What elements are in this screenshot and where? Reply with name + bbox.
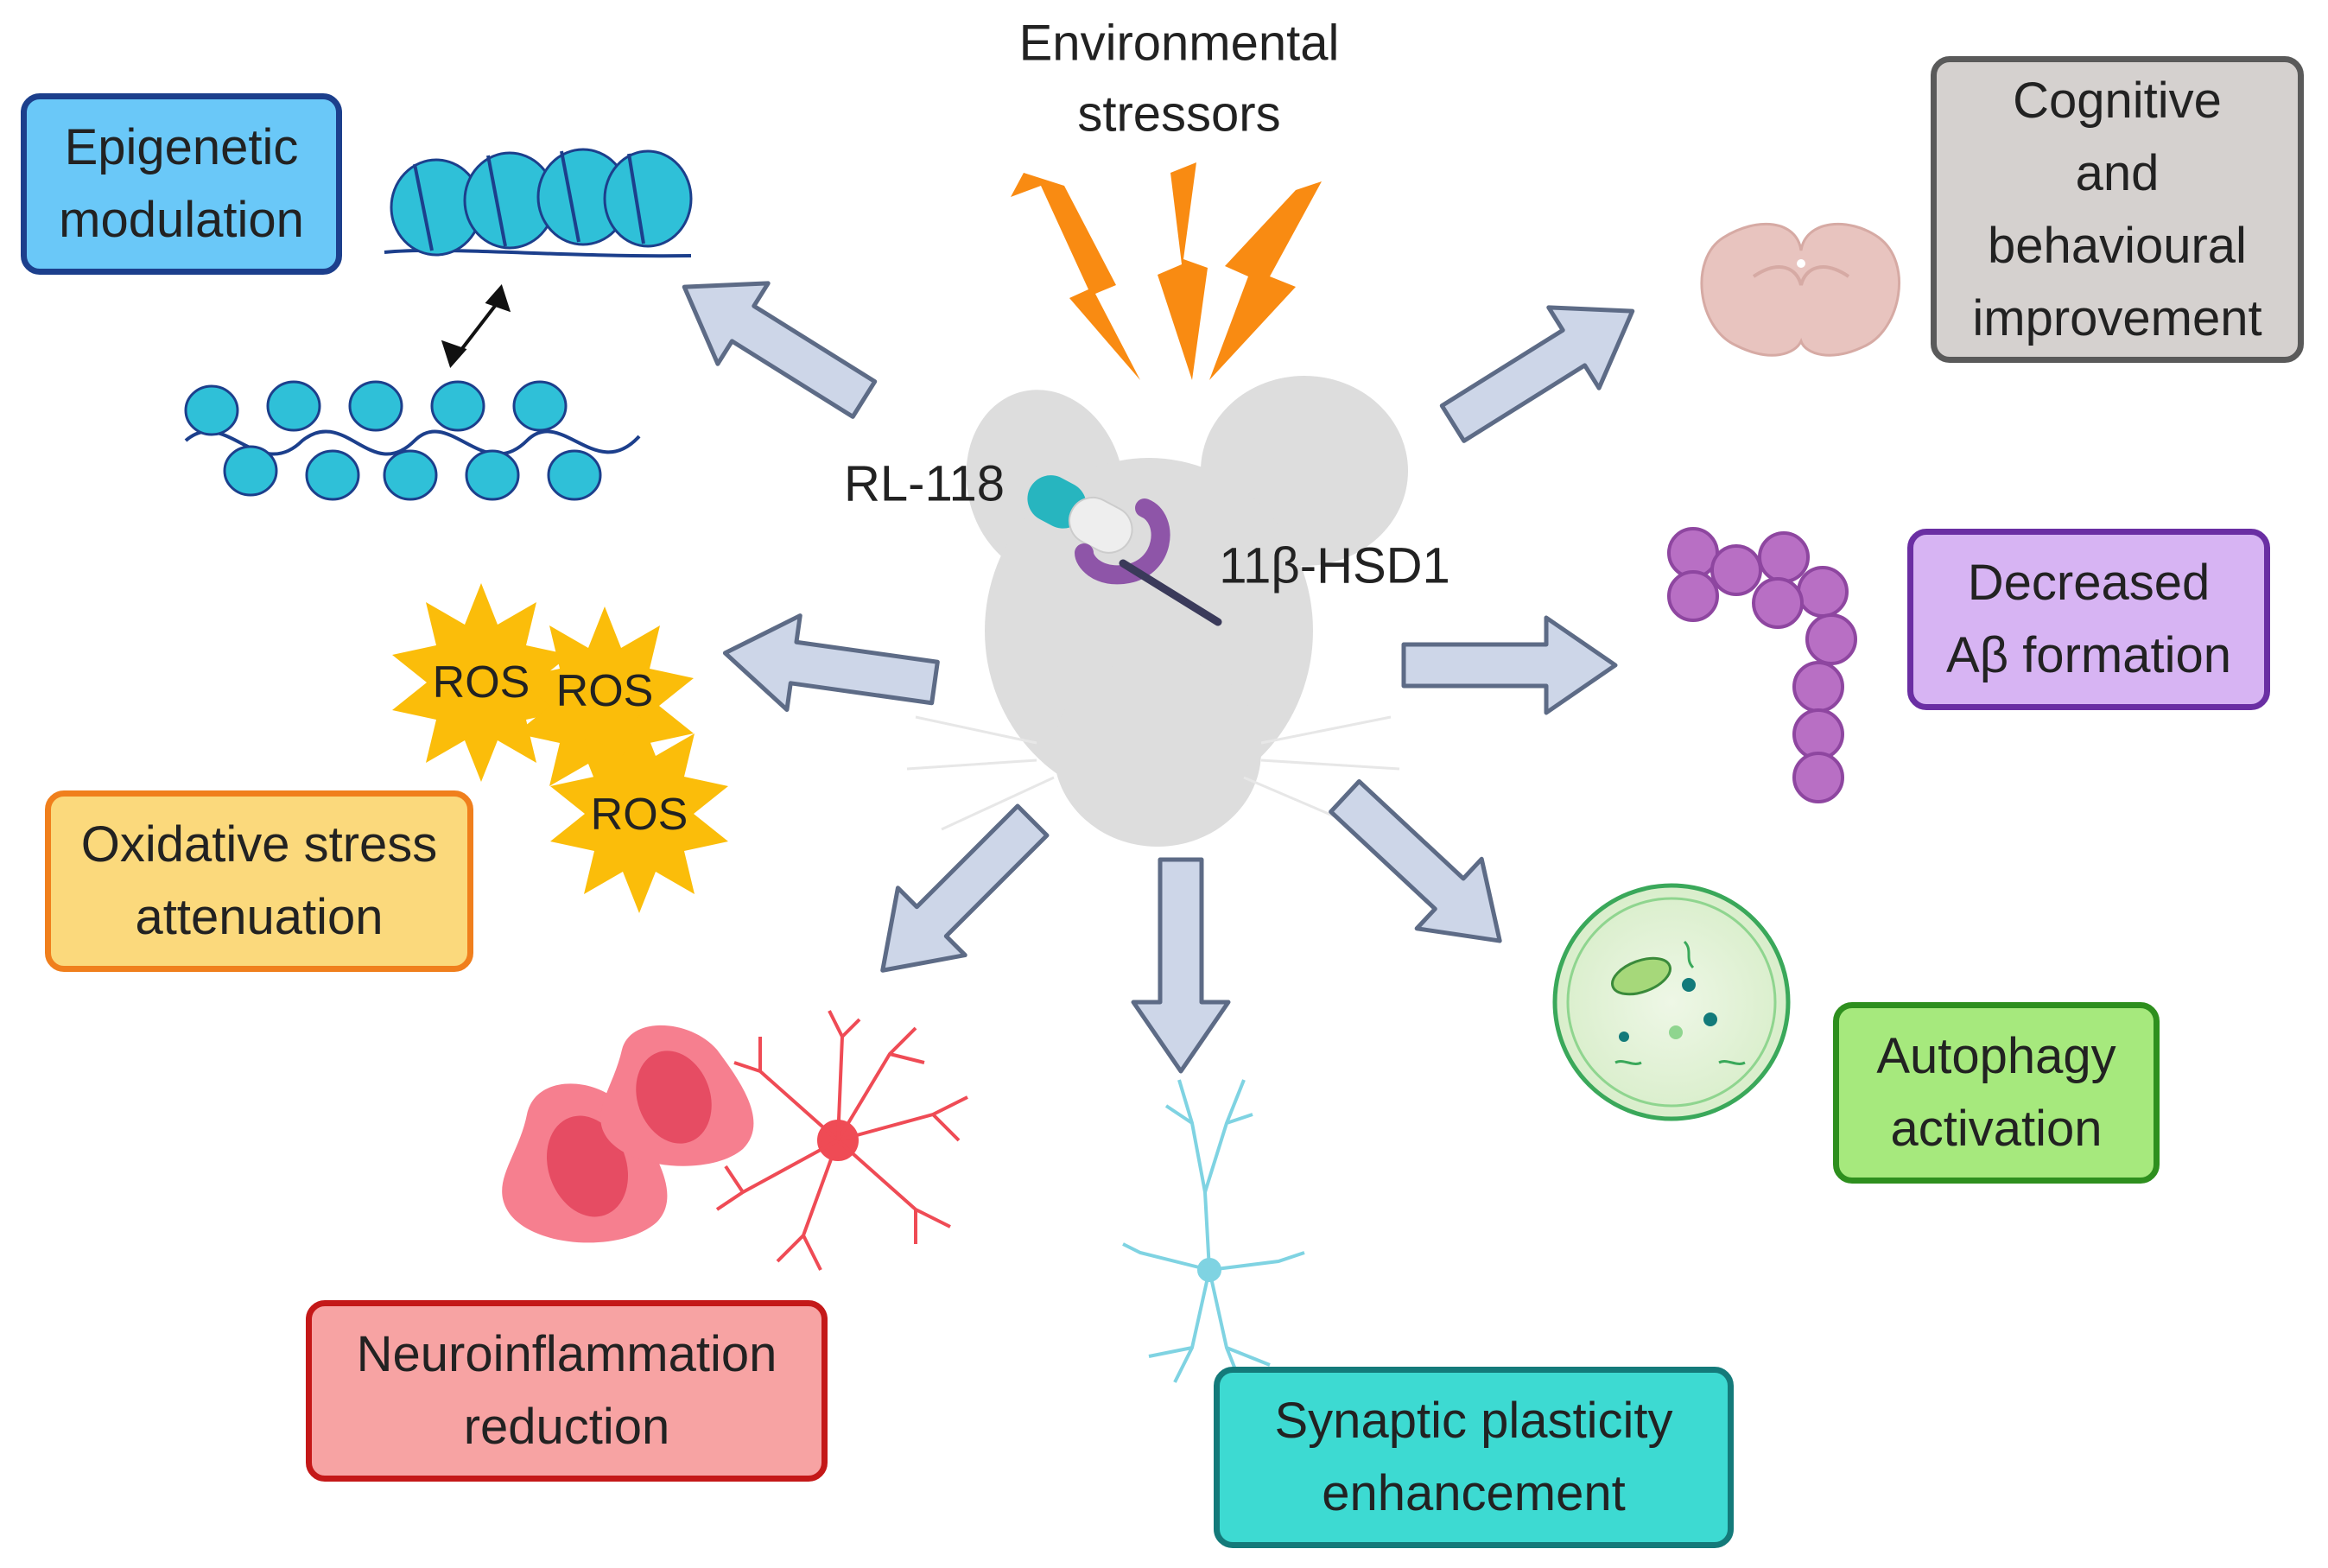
decreased-abeta-box: Decreased Aβ formation [1907, 529, 2270, 710]
box-label-line: Oxidative stress [80, 816, 438, 873]
box-label-line: and [2075, 144, 2160, 201]
double-arrow-icon [441, 284, 511, 368]
box-label-line: activation [1890, 1101, 2103, 1157]
stressors-label-line2: stressors [1077, 86, 1280, 143]
cognitive-improvement-box: Cognitive and behavioural improvement [1931, 56, 2304, 363]
box-label-line: Aβ formation [1946, 627, 2231, 683]
arrow-to-epigenetic [682, 281, 878, 419]
arrow-to-ros [722, 613, 940, 713]
lightning-icon-group [1011, 162, 1322, 380]
arrow-to-autophagy [1329, 778, 1502, 943]
nucleosome-condensed-icon [384, 148, 693, 258]
lightning-bolt-icon [1209, 181, 1322, 380]
brain-slice-icon [1700, 222, 1900, 357]
ros-stars-group: ROS ROS ROS [392, 583, 728, 913]
box-label-line: behavioural [1988, 217, 2247, 274]
arrow-to-neuroinflammation [880, 803, 1050, 973]
lightning-bolt-icon [1011, 173, 1140, 380]
inflamed-cells-icon [502, 1025, 754, 1243]
box-label-line: Epigenetic [64, 119, 299, 175]
nucleosome-open-icon [184, 380, 641, 501]
target-enzyme-label: 11β-HSD1 [1219, 538, 1450, 594]
box-label-line: improvement [1972, 289, 2262, 346]
box-label-line: reduction [463, 1399, 670, 1455]
stressors-label-line1: Environmental [1019, 16, 1340, 72]
box-label-line: Neuroinflammation [356, 1326, 777, 1382]
box-label-line: modulation [59, 192, 304, 248]
synaptic-plasticity-box: Synaptic plasticity enhancement [1214, 1367, 1734, 1548]
box-label-line: attenuation [135, 889, 384, 945]
lightning-bolt-icon [1158, 162, 1208, 380]
drug-label: RL-118 [844, 456, 1005, 512]
pill-capsule-icon [1027, 475, 1133, 554]
ros-label: ROS [556, 666, 654, 716]
whiskers [906, 715, 1400, 831]
arrow-to-synaptic [1131, 857, 1231, 1074]
mouse-head-illustration [966, 376, 1408, 847]
box-label-line: Cognitive [2013, 72, 2222, 129]
box-label-line: Decreased [1967, 555, 2211, 611]
ros-star-icon [550, 714, 728, 913]
autophagy-activation-box: Autophagy activation [1833, 1002, 2160, 1184]
arrows-group [682, 281, 1635, 1074]
arrow-to-cognitive [1439, 305, 1635, 443]
oxidative-stress-box: Oxidative stress attenuation [45, 790, 473, 972]
neuron-icon [1122, 1079, 1305, 1392]
ros-label: ROS [591, 790, 688, 840]
neuroinflammation-box: Neuroinflammation reduction [306, 1300, 828, 1482]
box-label-line: enhancement [1322, 1465, 1626, 1521]
epigenetic-modulation-box: Epigenetic modulation [21, 93, 342, 275]
autophagy-cell-icon [1552, 883, 1791, 1121]
box-label-line: Autophagy [1876, 1028, 2116, 1084]
astrocyte-icon [715, 1010, 968, 1271]
ros-label: ROS [433, 657, 530, 708]
arrow-to-decreased [1401, 615, 1618, 715]
enzyme-11b-hsd1-icon [1075, 498, 1222, 626]
amyloid-beads-icon [1667, 527, 1857, 803]
box-label-line: Synaptic plasticity [1274, 1393, 1673, 1449]
